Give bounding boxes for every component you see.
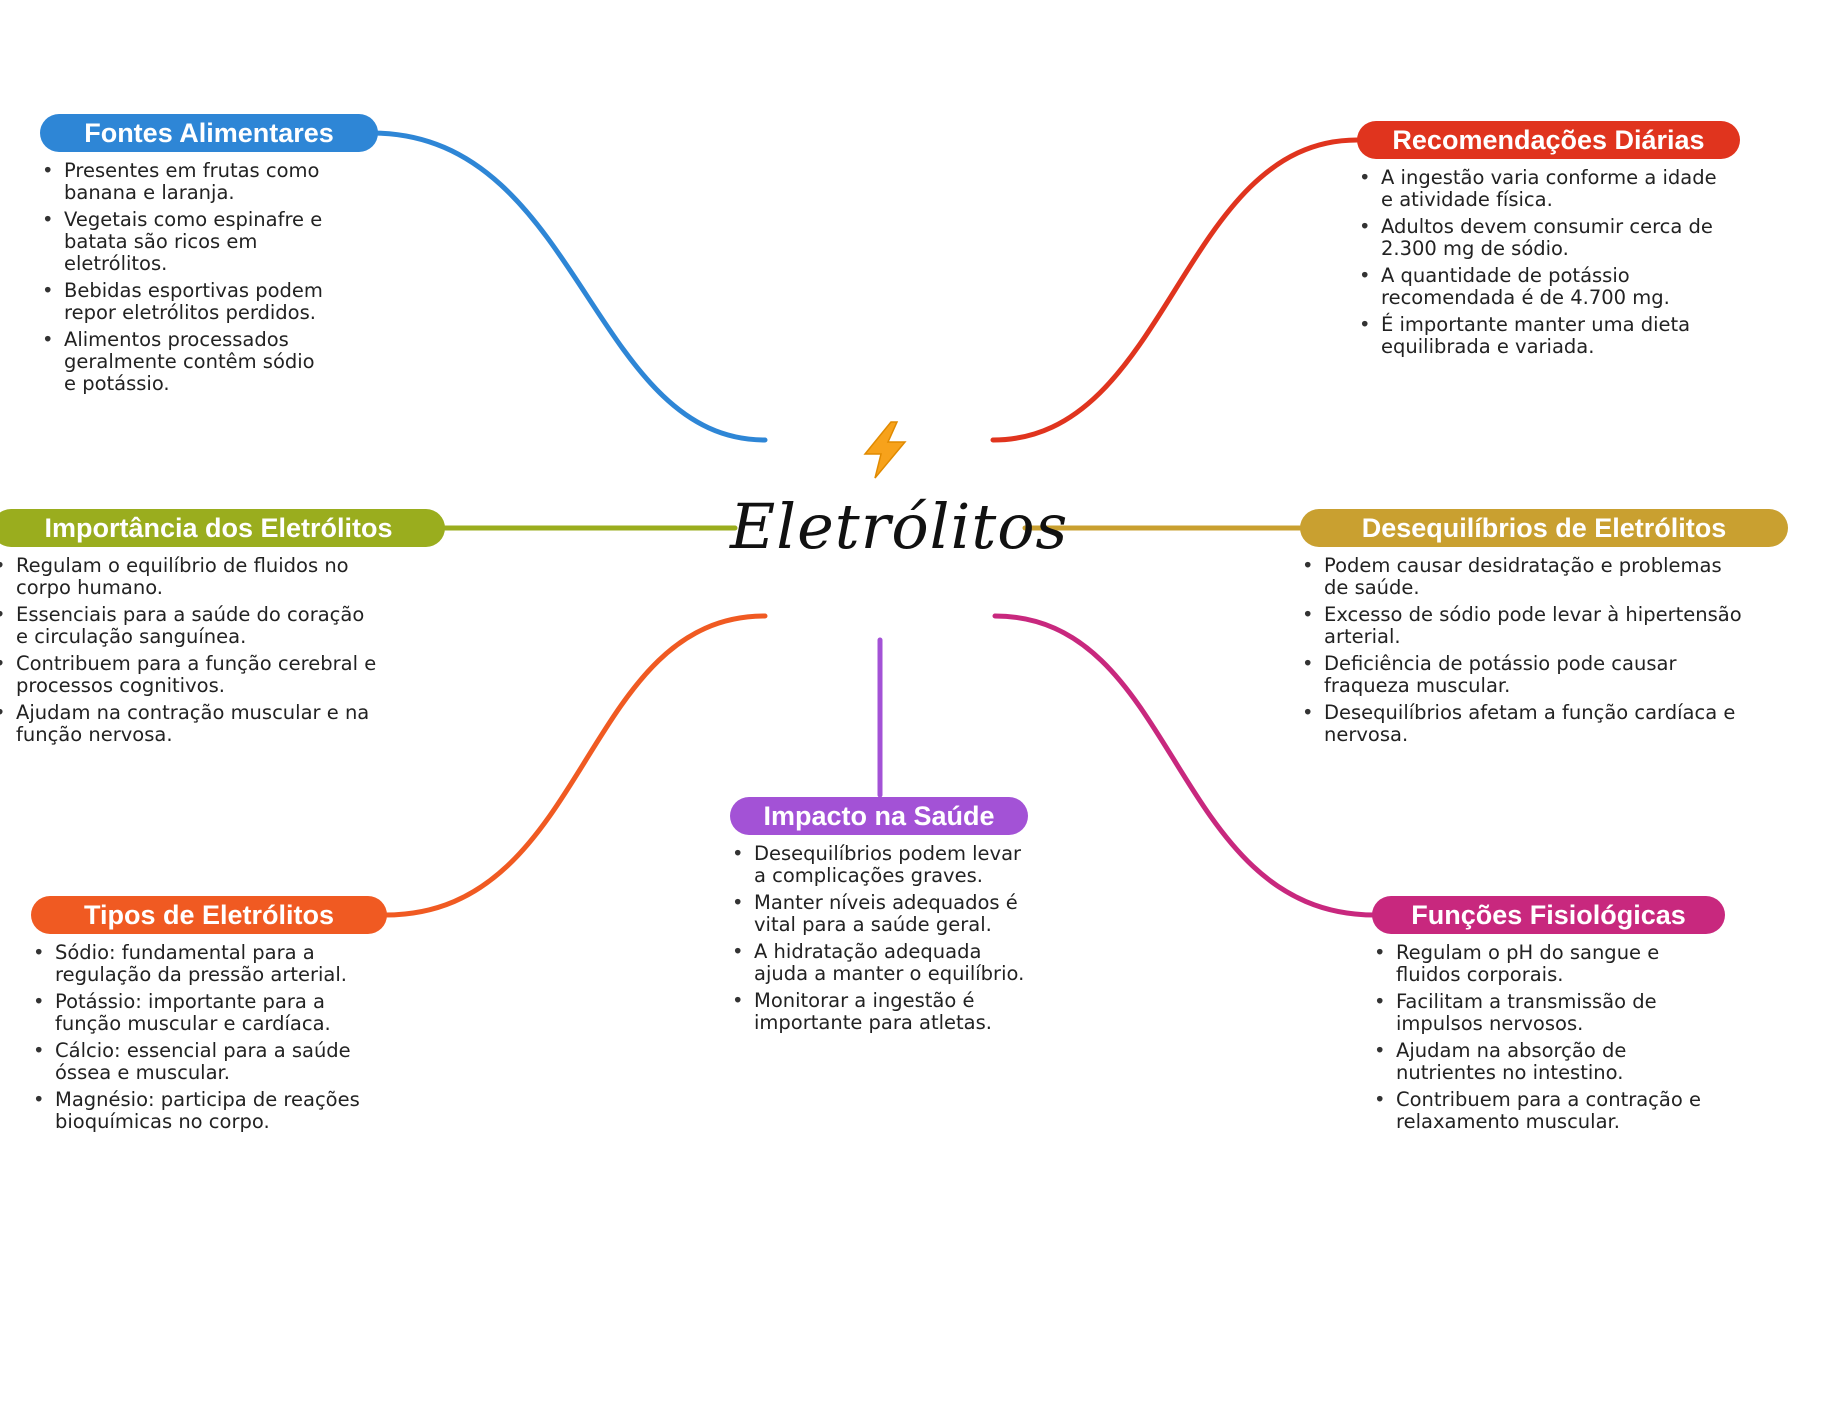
branch-label-importancia: Importância dos Eletrólitos bbox=[0, 509, 445, 547]
list-item: Contribuem para a contração e relaxament… bbox=[1372, 1089, 1717, 1133]
branch-tipos: Tipos de Eletrólitos Sódio: fundamental … bbox=[31, 896, 389, 1138]
connector-recomendacoes bbox=[990, 137, 1360, 443]
list-item: Adultos devem consumir cerca de 2.300 mg… bbox=[1357, 216, 1732, 260]
branch-fontes: Fontes Alimentares Presentes em frutas c… bbox=[40, 114, 380, 400]
list-item: Monitorar a ingestão é importante para a… bbox=[730, 990, 1030, 1034]
list-item: A quantidade de potássio recomendada é d… bbox=[1357, 265, 1732, 309]
item-list: Regulam o pH do sangue e fluidos corpora… bbox=[1372, 942, 1717, 1133]
item-list: A ingestão varia conforme a idade e ativ… bbox=[1357, 167, 1732, 358]
list-item: Vegetais como espinafre e batata são ric… bbox=[40, 209, 330, 275]
branch-label-tipos: Tipos de Eletrólitos bbox=[31, 896, 387, 934]
connector-fontes bbox=[369, 130, 768, 443]
branch-label-fontes: Fontes Alimentares bbox=[40, 114, 378, 152]
list-item: Contribuem para a função cerebral e proc… bbox=[0, 653, 382, 697]
list-item: Podem causar desidratação e problemas de… bbox=[1300, 555, 1750, 599]
central-title: Eletrólitos bbox=[730, 490, 1069, 563]
list-item: A hidratação adequada ajuda a manter o e… bbox=[730, 941, 1030, 985]
list-item: Ajudam na contração muscular e na função… bbox=[0, 702, 382, 746]
list-item: Facilitam a transmissão de impulsos nerv… bbox=[1372, 991, 1717, 1035]
branch-label-desequilibrios: Desequilíbrios de Eletrólitos bbox=[1300, 509, 1788, 547]
item-list: Podem causar desidratação e problemas de… bbox=[1300, 555, 1750, 746]
branch-importancia: Importância dos Eletrólitos Regulam o eq… bbox=[0, 509, 447, 751]
list-item: Ajudam na absorção de nutrientes no inte… bbox=[1372, 1040, 1717, 1084]
list-item: Deficiência de potássio pode causar fraq… bbox=[1300, 653, 1750, 697]
connector-tipos bbox=[382, 613, 768, 918]
list-item: Desequilíbrios podem levar a complicaçõe… bbox=[730, 843, 1030, 887]
item-list: Desequilíbrios podem levar a complicaçõe… bbox=[730, 843, 1030, 1034]
list-item: Desequilíbrios afetam a função cardíaca … bbox=[1300, 702, 1750, 746]
branch-label-recomendacoes: Recomendações Diárias bbox=[1357, 121, 1740, 159]
list-item: Sódio: fundamental para a regulação da p… bbox=[31, 942, 386, 986]
list-item: Excesso de sódio pode levar à hipertensã… bbox=[1300, 604, 1750, 648]
list-item: É importante manter uma dieta equilibrad… bbox=[1357, 314, 1732, 358]
list-item: Regulam o pH do sangue e fluidos corpora… bbox=[1372, 942, 1717, 986]
list-item: Essenciais para a saúde do coração e cir… bbox=[0, 604, 382, 648]
list-item: Manter níveis adequados é vital para a s… bbox=[730, 892, 1030, 936]
list-item: Presentes em frutas como banana e laranj… bbox=[40, 160, 330, 204]
item-list: Presentes em frutas como banana e laranj… bbox=[40, 160, 330, 395]
list-item: Magnésio: participa de reações bioquímic… bbox=[31, 1089, 386, 1133]
lightning-bolt-icon bbox=[863, 421, 907, 479]
connector-funcoes bbox=[992, 613, 1378, 918]
branch-impacto: Impacto na Saúde Desequilíbrios podem le… bbox=[730, 797, 1030, 1039]
list-item: A ingestão varia conforme a idade e ativ… bbox=[1357, 167, 1732, 211]
item-list: Regulam o equilíbrio de fluidos no corpo… bbox=[0, 555, 382, 746]
list-item: Potássio: importante para a função muscu… bbox=[31, 991, 386, 1035]
branch-recomendacoes: Recomendações Diárias A ingestão varia c… bbox=[1357, 121, 1742, 363]
list-item: Regulam o equilíbrio de fluidos no corpo… bbox=[0, 555, 382, 599]
list-item: Cálcio: essencial para a saúde óssea e m… bbox=[31, 1040, 386, 1084]
list-item: Bebidas esportivas podem repor eletrólit… bbox=[40, 280, 330, 324]
branch-funcoes: Funções Fisiológicas Regulam o pH do san… bbox=[1372, 896, 1727, 1138]
list-item: Alimentos processados geralmente contêm … bbox=[40, 329, 330, 395]
branch-label-funcoes: Funções Fisiológicas bbox=[1372, 896, 1725, 934]
branch-label-impacto: Impacto na Saúde bbox=[730, 797, 1028, 835]
item-list: Sódio: fundamental para a regulação da p… bbox=[31, 942, 386, 1133]
central-topic: Eletrólitos bbox=[730, 420, 1069, 570]
branch-desequilibrios: Desequilíbrios de Eletrólitos Podem caus… bbox=[1300, 509, 1790, 751]
